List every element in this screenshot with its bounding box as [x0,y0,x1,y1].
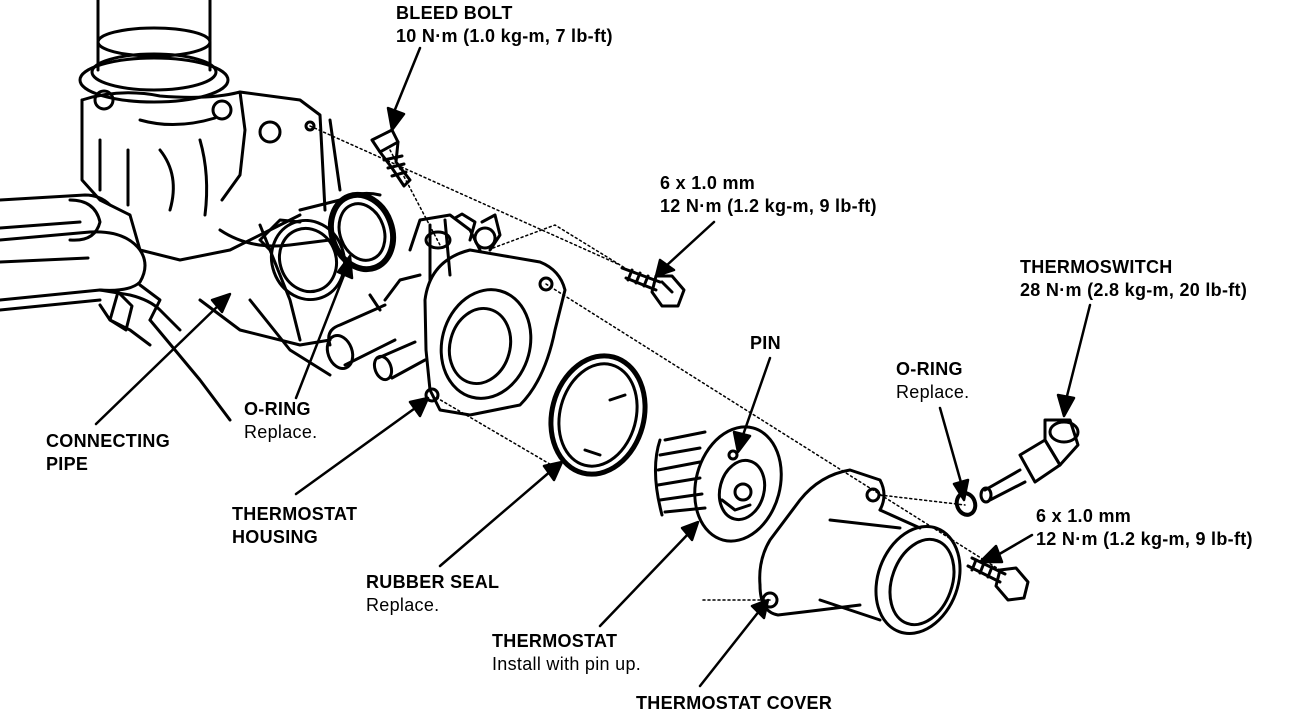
thermostat-note: Install with pin up. [492,654,642,674]
bolt-upper-size: 6 x 1.0 mm [660,173,756,193]
thermostat-label: THERMOSTAT Install with pin up. [492,630,641,676]
thermostat-title: THERMOSTAT [492,631,618,651]
bolt-lower-size: 6 x 1.0 mm [1036,506,1132,526]
oring-right-note: Replace. [896,382,970,402]
rubber-seal-note: Replace. [366,595,440,615]
thermoswitch-title: THERMOSWITCH [1020,257,1173,277]
thermostat-housing-line1: THERMOSTAT [232,504,358,524]
bolt-upper-part [620,266,686,308]
oring-left-label: O-RING Replace. [244,398,317,444]
oring-left-title: O-RING [244,399,311,419]
bolt-lower-spec: 12 N·m (1.2 kg-m, 9 lb-ft) [1036,529,1253,549]
rubber-seal-title: RUBBER SEAL [366,572,500,592]
bolt-upper-label: 6 x 1.0 mm 12 N·m (1.2 kg-m, 9 lb-ft) [660,172,877,218]
thermostat-housing-label: THERMOSTAT HOUSING [232,503,357,549]
thermoswitch-label: THERMOSWITCH 28 N·m (2.8 kg-m, 20 lb-ft) [1020,256,1247,302]
rubber-seal-label: RUBBER SEAL Replace. [366,571,499,617]
oring-right-label: O-RING Replace. [896,358,969,404]
oring-left-note: Replace. [244,422,318,442]
thermostat-cover-label: THERMOSTAT COVER [636,692,832,715]
connecting-pipe-line1: CONNECTING [46,431,170,451]
thermoswitch-spec: 28 N·m (2.8 kg-m, 20 lb-ft) [1020,280,1248,300]
bolt-upper-spec: 12 N·m (1.2 kg-m, 9 lb-ft) [660,196,877,216]
pin-label: PIN [750,332,781,355]
thermostat-housing-line2: HOUSING [232,527,319,547]
bleed-bolt-title: BLEED BOLT [396,3,513,23]
bleed-bolt-label: BLEED BOLT 10 N·m (1.0 kg-m, 7 lb-ft) [396,2,613,48]
hoses [0,193,182,347]
thermostat-cover-part [758,468,962,635]
oring-right-title: O-RING [896,359,963,379]
leader-lines [94,46,1092,688]
bleed-bolt-spec: 10 N·m (1.0 kg-m, 7 lb-ft) [396,26,613,46]
thermostat-cover-title: THERMOSTAT COVER [636,693,833,713]
rubber-seal-part [548,353,648,477]
thermostat-housing-part [325,212,567,417]
thermoswitch-part [979,418,1080,504]
alignment-lines [309,125,1001,601]
oring-left-part [327,191,397,273]
thermostat-part [653,425,783,543]
bolt-lower-label: 6 x 1.0 mm 12 N·m (1.2 kg-m, 9 lb-ft) [1036,505,1253,551]
bolt-lower-part [966,556,1030,602]
pin-title: PIN [750,333,781,353]
connecting-pipe-label: CONNECTING PIPE [46,430,170,476]
connecting-pipe-line2: PIPE [46,454,89,474]
